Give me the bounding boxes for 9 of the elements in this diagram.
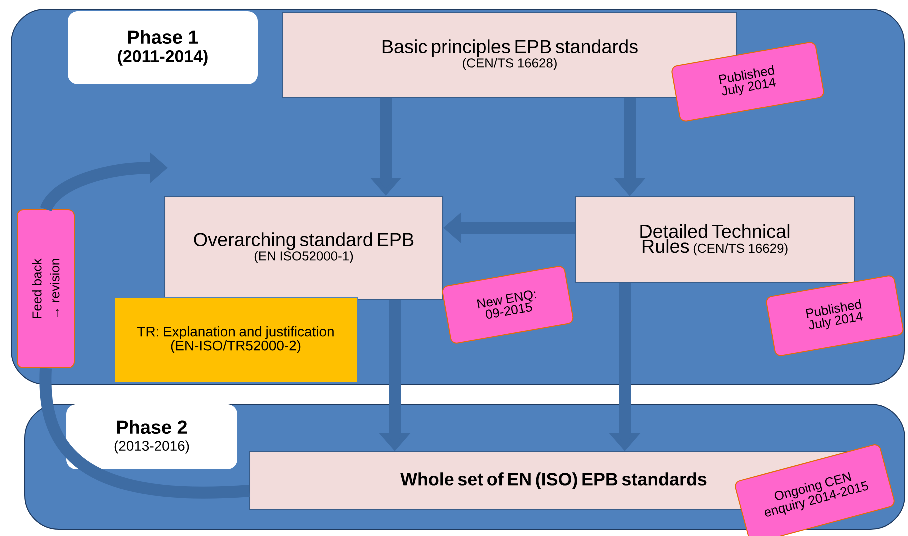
standard-box: Overarching standard EPB (EN ISO52000-1)	[164, 196, 444, 300]
status-tag: Published July 2014	[672, 42, 824, 122]
phase-label: Phase 1 (2011-2014)	[68, 12, 258, 84]
report-box: TR: Explanation and justification (EN-ISO/TR52000-2)	[114, 297, 358, 383]
standard-box: Detailed Technical Rules (CEN/TS 16629)	[575, 196, 855, 284]
feedback-tag: Feed back → revision	[17, 210, 75, 368]
status-tag: New ENQ: 09-2015	[442, 266, 574, 344]
phase-label: Phase 2 (2013-2016)	[66, 404, 238, 470]
status-tag: Published July 2014	[766, 276, 904, 356]
